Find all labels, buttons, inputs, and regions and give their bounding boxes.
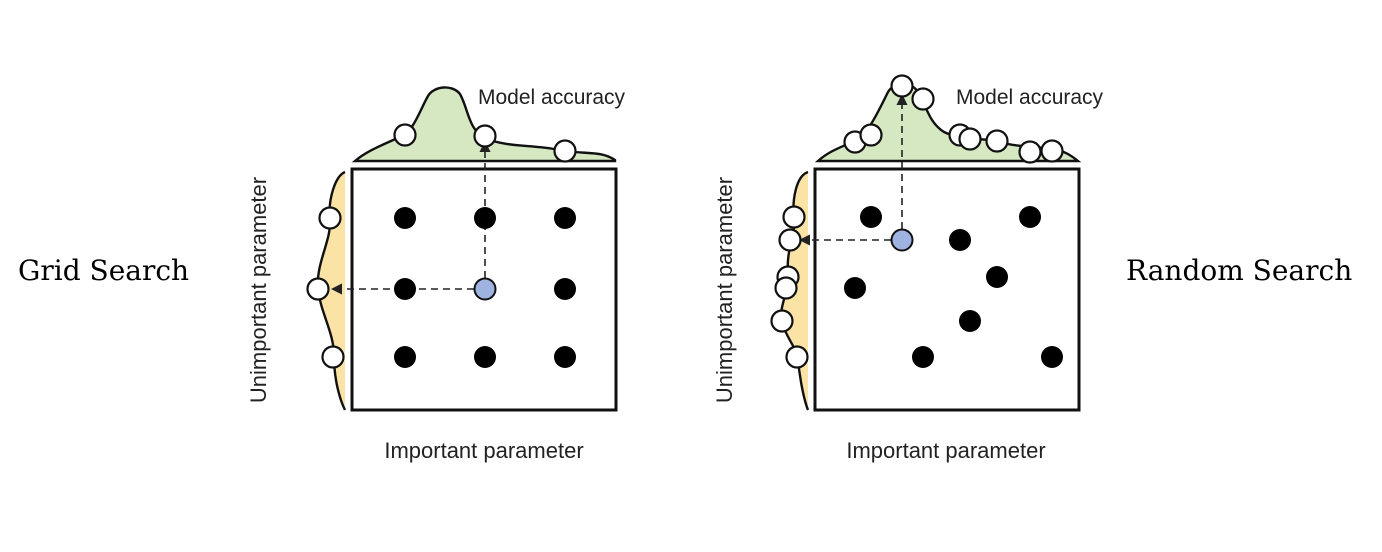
random-point <box>949 229 971 251</box>
grid-point <box>554 346 576 368</box>
random-top-marker <box>859 123 883 147</box>
random-side-marker <box>770 309 794 333</box>
random-point <box>860 206 882 228</box>
grid-point <box>394 207 416 229</box>
random-search-panel: Model accuracy Important parameter Unimp… <box>712 74 1104 463</box>
random-point-best <box>890 228 914 252</box>
grid-y-axis-label: Unimportant parameter <box>246 177 271 403</box>
grid-point <box>394 278 416 300</box>
random-point <box>1019 206 1041 228</box>
random-point <box>959 310 981 332</box>
random-model-accuracy-label: Model accuracy <box>956 86 1104 109</box>
grid-side-marker <box>321 345 345 369</box>
grid-point <box>474 207 496 229</box>
grid-side-marker <box>318 206 342 230</box>
grid-top-marker <box>393 123 417 147</box>
random-point <box>1041 346 1063 368</box>
random-top-marker <box>1018 140 1042 164</box>
grid-point <box>554 278 576 300</box>
grid-point-best <box>473 277 497 301</box>
random-top-marker <box>958 127 982 151</box>
grid-model-accuracy-label: Model accuracy <box>478 86 626 109</box>
grid-point <box>474 346 496 368</box>
grid-point <box>394 346 416 368</box>
random-top-marker <box>890 74 914 98</box>
grid-point <box>554 207 576 229</box>
grid-top-marker <box>473 124 497 148</box>
random-top-marker <box>985 129 1009 153</box>
random-side-marker <box>785 345 809 369</box>
random-y-axis-label: Unimportant parameter <box>712 177 737 403</box>
grid-search-title: Grid Search <box>18 254 190 287</box>
grid-side-marker <box>306 277 330 301</box>
random-top-marker <box>911 87 935 111</box>
random-point <box>912 346 934 368</box>
random-side-marker <box>778 228 802 252</box>
random-point <box>844 277 866 299</box>
random-side-marker <box>782 205 806 229</box>
grid-search-panel: Model accuracy Important parameter Unimp… <box>246 86 626 463</box>
random-x-axis-label: Important parameter <box>846 438 1045 463</box>
grid-x-axis-label: Important parameter <box>384 438 583 463</box>
grid-top-marker <box>553 139 577 163</box>
random-top-marker <box>1040 139 1064 163</box>
random-search-title: Random Search <box>1126 254 1353 287</box>
random-point <box>986 266 1008 288</box>
random-side-marker <box>774 276 798 300</box>
